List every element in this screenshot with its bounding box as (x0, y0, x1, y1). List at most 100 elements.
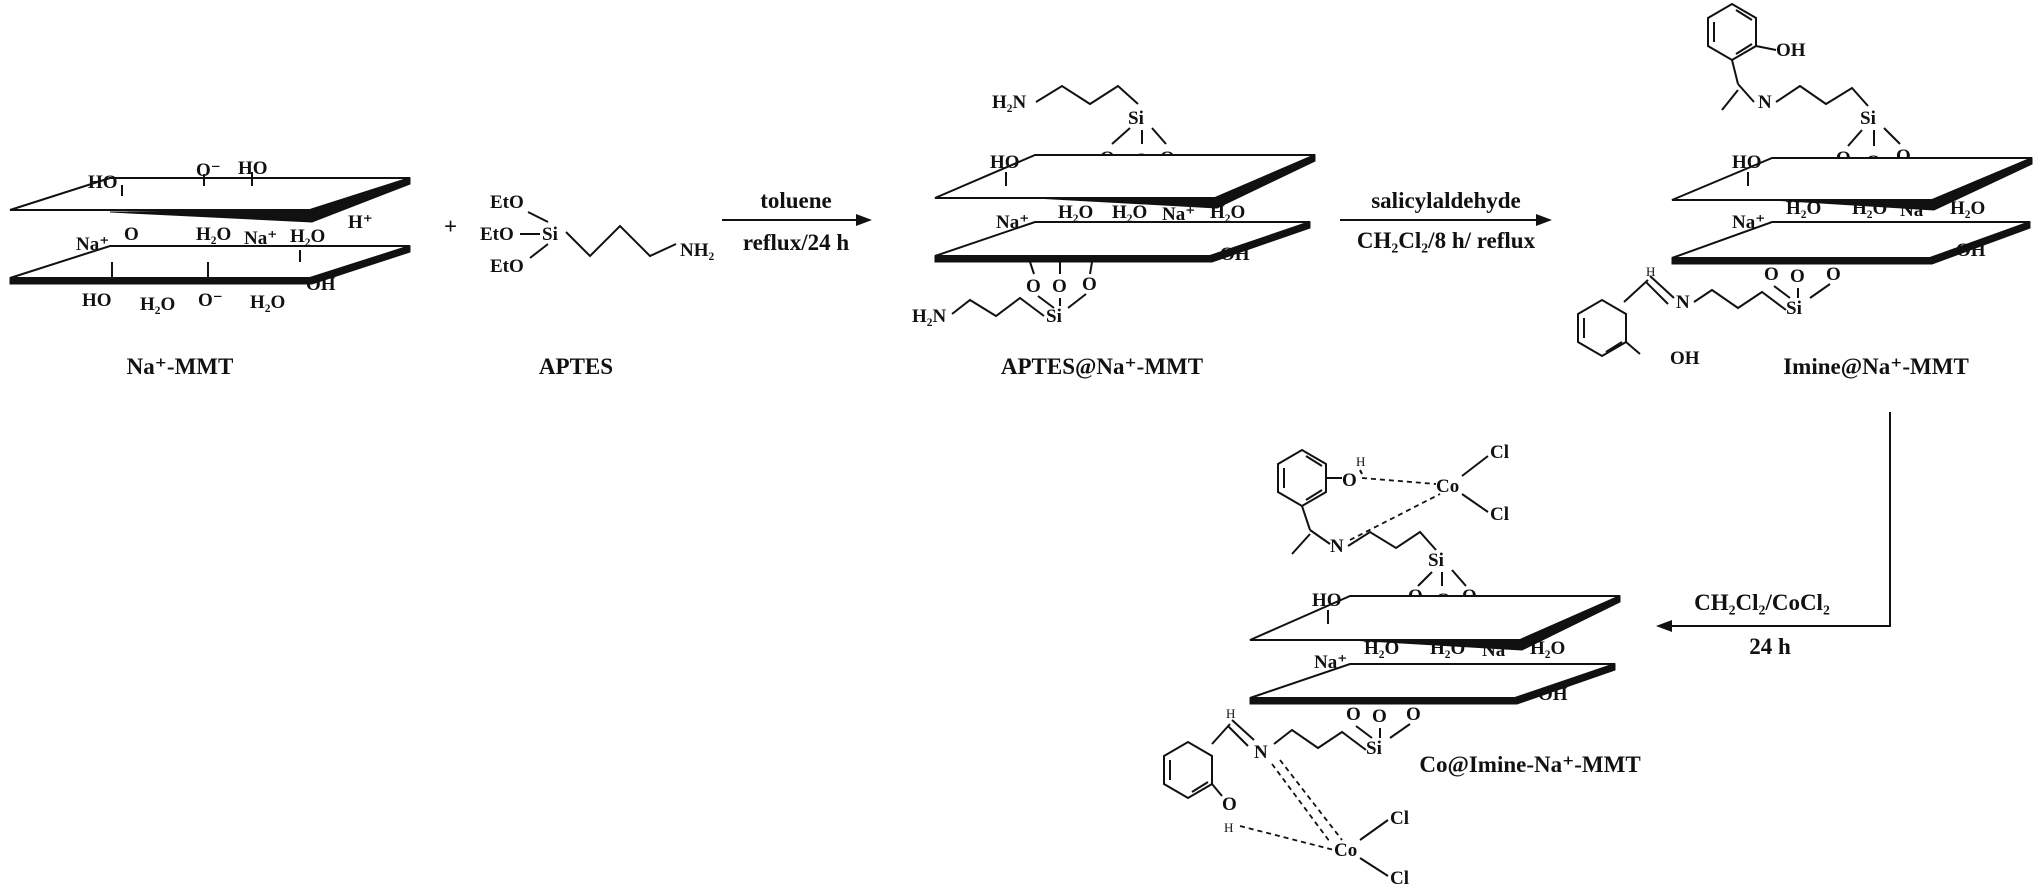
water-label: H₂O (1950, 198, 1985, 219)
water-label: H₂O (1364, 638, 1399, 659)
phenol-oxygen: O (1342, 470, 1357, 491)
step3-reagent: CH₂Cl₂/CoCl₂ (1694, 590, 1830, 615)
imine-nitrogen: N (1676, 292, 1690, 313)
proton-label: H⁺ (348, 212, 373, 233)
oxygen-label: O (1790, 266, 1805, 287)
water-label: H₂O (1852, 198, 1887, 219)
oxide-label: O (124, 224, 139, 245)
silicon-label: Si (1860, 108, 1876, 129)
oxygen-label: O (1764, 264, 1779, 285)
arrow-head (1656, 620, 1672, 632)
hydroxyl-label: HO (1312, 590, 1342, 611)
aptes-mmt-structure: H₂N Si O O O HO Na⁺ H₂O H₂O Na⁺ H₂O OH O… (912, 84, 1316, 327)
oxygen-label: O (1406, 704, 1421, 725)
hydroxyl-label: HO (82, 290, 112, 311)
silicon-label: Si (1786, 298, 1802, 319)
imine-nitrogen: N (1758, 92, 1772, 113)
aptes-mmt-label: APTES@Na⁺-MMT (1001, 354, 1203, 380)
benzene-ring (1277, 448, 1327, 508)
sodium-ion-label: Na⁺ (244, 228, 277, 249)
hydroxyl-label: OH (1776, 40, 1806, 61)
clay-sheet-lower (9, 245, 411, 279)
na-mmt-structure: HO O⁻ HO H⁺ Na⁺ O H₂O Na⁺ H₂O OH HO H₂O … (9, 158, 411, 315)
sodium-ion-label: Na⁺ (1482, 640, 1515, 661)
water-label: H₂O (290, 226, 325, 247)
water-label: H₂O (1210, 202, 1245, 223)
silicon-label: Si (1128, 108, 1144, 129)
silicon-label: Si (542, 224, 558, 245)
reaction-arrow-3 (1668, 412, 1891, 627)
oxygen-label: O (1052, 276, 1067, 297)
phenol-oxygen: O (1222, 794, 1237, 815)
sodium-ion-label: Na⁺ (76, 234, 109, 255)
step2-reagent: salicylaldehyde (1371, 188, 1521, 213)
amine-label: NH₂ (680, 240, 715, 261)
imine-hydrogen: H (1226, 706, 1235, 721)
oxide-label: O⁻ (196, 160, 221, 181)
amine-label: H₂N (992, 92, 1026, 113)
hydroxyl-label: OH (1670, 348, 1700, 369)
water-label: H₂O (1112, 202, 1147, 223)
hydroxyl-label: HO (990, 152, 1020, 173)
step2-conditions: CH₂Cl₂/8 h/ reflux (1357, 228, 1536, 253)
chloride-label: Cl (1390, 808, 1409, 829)
oxygen-label: O (1826, 264, 1841, 285)
chloride-label: Cl (1490, 504, 1509, 525)
water-label: H₂O (1058, 202, 1093, 223)
cobalt-label: Co (1436, 476, 1459, 497)
water-label: H₂O (196, 224, 231, 245)
water-label: H₂O (1786, 198, 1821, 219)
silicon-label: Si (1046, 306, 1062, 327)
imine-hydrogen: H (1646, 264, 1655, 279)
hydroxyl-label: HO (88, 172, 118, 193)
cobalt-label: Co (1334, 840, 1357, 861)
imine-nitrogen: N (1330, 536, 1344, 557)
clay-sheet-lower-edge (9, 245, 411, 285)
step1-reagent: toluene (760, 188, 832, 213)
hydroxyl-label: OH (1220, 244, 1250, 265)
oxygen-label: O (1372, 706, 1387, 727)
silicon-label: Si (1366, 738, 1382, 759)
aptes-label: APTES (539, 354, 613, 379)
oxygen-label: O (1026, 276, 1041, 297)
co-imine-mmt-structure: O H Co Cl Cl N Si O O O HO Na⁺ H₂O H₂O N… (1163, 442, 1621, 889)
step3-conditions: 24 h (1749, 634, 1791, 659)
oxide-label: O⁻ (198, 290, 223, 311)
ethoxy-label: EtO (490, 256, 524, 277)
aptes-structure: EtO EtO EtO Si NH₂ (480, 192, 715, 277)
water-label: H₂O (1530, 638, 1565, 659)
oxygen-label: O (1346, 704, 1361, 725)
ethoxy-label: EtO (490, 192, 524, 213)
water-label: H₂O (140, 294, 175, 315)
phenol-hydrogen: H (1224, 820, 1233, 835)
arrow-head (1536, 214, 1552, 226)
water-label: H₂O (250, 292, 285, 313)
chloride-label: Cl (1490, 442, 1509, 463)
ethoxy-label: EtO (480, 224, 514, 245)
plus-sign: + (444, 214, 457, 239)
sodium-ion-label: Na⁺ (1162, 204, 1195, 225)
na-mmt-label: Na⁺-MMT (127, 354, 234, 379)
chloride-label: Cl (1390, 868, 1409, 886)
sodium-ion-label: Na⁺ (1900, 200, 1933, 221)
co-imine-mmt-label: Co@Imine-Na⁺-MMT (1419, 752, 1640, 778)
imine-mmt-label: Imine@Na⁺-MMT (1783, 354, 1969, 380)
benzene-ring (1577, 298, 1627, 358)
silicon-label: Si (1428, 550, 1444, 571)
hydroxyl-label: OH (1538, 684, 1568, 705)
imine-mmt-structure: OH N Si O O O HO Na⁺ H₂O H₂O Na⁺ H₂O OH … (1577, 2, 2033, 369)
arrow-head (856, 214, 872, 226)
amine-label: H₂N (912, 306, 946, 327)
water-label: H₂O (1430, 638, 1465, 659)
hydroxyl-label: HO (238, 158, 268, 179)
phenol-hydrogen: H (1356, 454, 1365, 469)
oxygen-label: O (1082, 274, 1097, 295)
hydroxyl-label: HO (1732, 152, 1762, 173)
benzene-ring (1163, 740, 1213, 800)
hydroxyl-label: OH (1956, 240, 1986, 261)
imine-nitrogen: N (1254, 742, 1268, 763)
clay-sheet-upper-edge (109, 177, 411, 223)
hydroxyl-label: OH (306, 274, 336, 295)
